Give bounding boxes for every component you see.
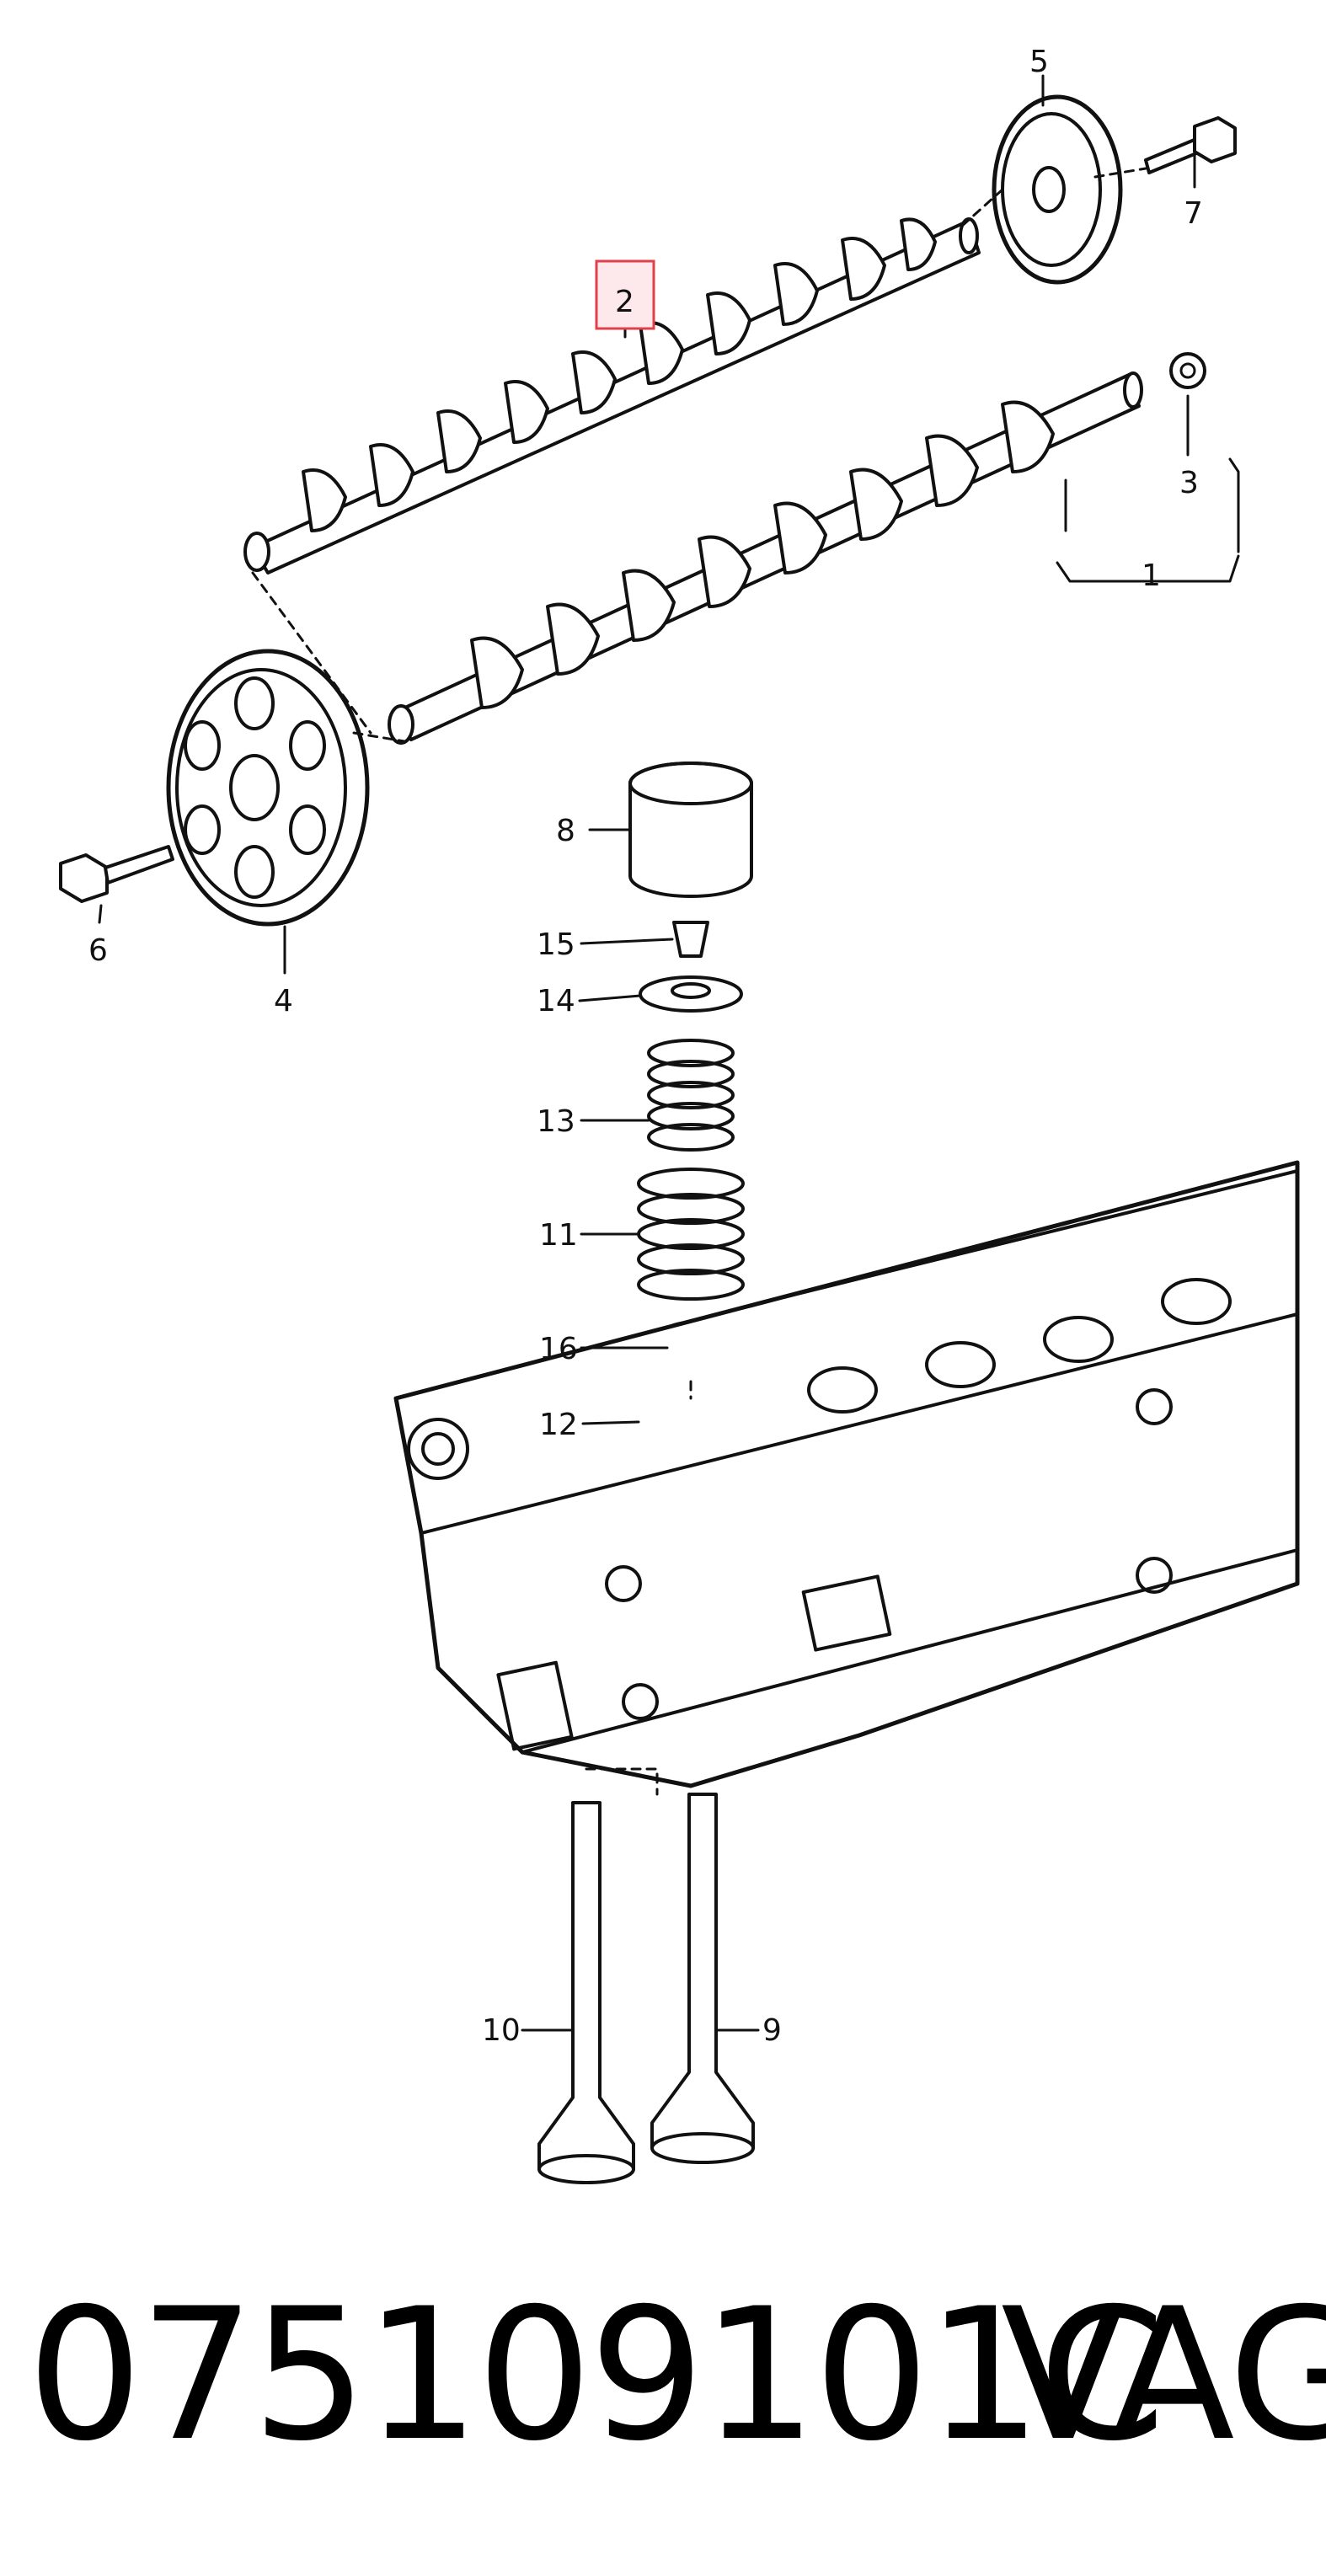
- callout-6: 6: [88, 933, 108, 968]
- spring-retainer: [639, 975, 743, 1013]
- callout-14: 14: [537, 984, 575, 1018]
- upper-camshaft: [243, 217, 981, 575]
- callout-5: 5: [1029, 45, 1049, 79]
- cylinder-head: [393, 1160, 1300, 1788]
- upper-sprocket: [992, 94, 1123, 285]
- footer: 075109101C VAG: [0, 2266, 1326, 2502]
- large-sprocket: [166, 649, 370, 927]
- callout-9: 9: [762, 2013, 782, 2048]
- callout-1: 1: [1142, 558, 1161, 593]
- callout-3: 3: [1179, 466, 1199, 500]
- brand-name: VAG: [1001, 2269, 1326, 2481]
- callout-11: 11: [539, 1218, 578, 1253]
- bolt-right: [1144, 116, 1237, 174]
- lower-camshaft: [388, 371, 1143, 745]
- bolt-left: [59, 845, 174, 903]
- outer-spring: [637, 1168, 745, 1301]
- assembly-lines: [251, 167, 1147, 1796]
- callout-15: 15: [537, 927, 575, 962]
- small-gear: [1169, 352, 1206, 389]
- tappet: [628, 762, 753, 898]
- callout-2: 2: [615, 285, 634, 319]
- callout-10: 10: [482, 2013, 521, 2048]
- callout-8: 8: [556, 814, 575, 848]
- exhaust-valve: [537, 1801, 635, 2184]
- callout-12: 12: [539, 1408, 578, 1442]
- callouts: 1 2 3 4 5 6 7 8 9 10 11 12 13 14 15 16: [88, 45, 1203, 2048]
- callout-4: 4: [274, 984, 293, 1018]
- highlight-box-2: [595, 259, 655, 330]
- inner-spring: [647, 1039, 735, 1152]
- callout-16: 16: [539, 1332, 578, 1366]
- callout-7: 7: [1184, 196, 1203, 231]
- intake-valve: [650, 1793, 755, 2164]
- valve-keepers: [672, 921, 709, 958]
- callout-13: 13: [537, 1104, 575, 1139]
- part-number: 075109101C: [27, 2269, 1166, 2481]
